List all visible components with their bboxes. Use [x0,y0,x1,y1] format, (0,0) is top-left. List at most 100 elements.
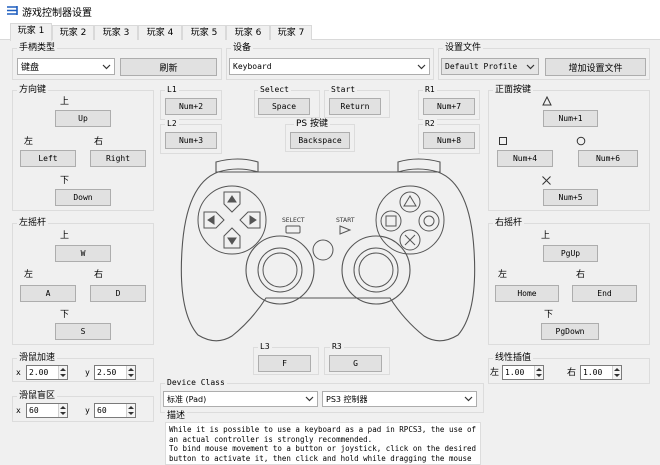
handler-type-select[interactable]: 键盘 [17,58,115,75]
l2-button[interactable]: Num+3 [165,132,217,149]
dpad-left-label: 左 [24,137,34,147]
dpad-icon [197,185,267,255]
left-stick-down-label: 下 [60,310,70,320]
face-buttons-group-label: 正面按键 [493,85,534,95]
mouse-accel-x-spinner[interactable]: 2.00 [26,365,68,380]
l1-button[interactable]: Num+2 [165,98,217,115]
mouse-accel-x-label: x [16,368,21,377]
mouse-deadzone-group [12,396,154,422]
select-label: Select [258,85,291,95]
select-text: SELECT [282,217,305,224]
tab-player-7[interactable]: 玩家 7 [270,25,312,40]
lerp-left-label: 左 [490,368,500,378]
tab-player-1[interactable]: 玩家 1 [10,23,52,41]
right-stick-left-button[interactable]: Home [495,285,559,302]
add-profile-button[interactable]: 增加设置文件 [545,58,646,76]
square-button[interactable]: Num+4 [497,150,553,167]
dpad-down-label: 下 [60,176,70,186]
right-stick-down-button[interactable]: PgDown [541,323,599,340]
circle-button[interactable]: Num+6 [578,150,638,167]
mouse-accel-y-spinner[interactable]: 2.50 [94,365,136,380]
left-stick-right-label: 右 [94,270,104,280]
triangle-icon [542,96,552,106]
ps-button-icon [312,239,334,261]
mouse-deadzone-x-label: x [16,406,21,415]
r3-button[interactable]: G [329,355,382,372]
lerp-right-value: 1.00 [583,368,603,377]
dpad-up-button[interactable]: Up [55,110,111,127]
select-button[interactable]: Space [258,98,310,115]
mouse-deadzone-label: 滑鼠盲区 [17,391,58,401]
spinner-arrows-icon[interactable] [58,366,67,379]
right-stick-up-label: 上 [541,231,551,241]
ps-label: PS 按键 [294,119,331,129]
ps-button[interactable]: Backspace [290,132,350,149]
left-stick-down-button[interactable]: S [55,323,111,340]
spinner-arrows-icon[interactable] [126,366,135,379]
r1-button[interactable]: Num+7 [423,98,475,115]
refresh-button[interactable]: 刷新 [120,58,217,76]
device-class-label: Device Class [165,378,227,388]
r1-group [418,90,480,120]
controller-illustration: SELECT START [180,158,476,342]
spinner-arrows-icon[interactable] [612,366,621,379]
device-subtype-value: PS3 控制器 [326,394,368,404]
right-stick-right-button[interactable]: End [572,285,637,302]
device-class-select[interactable]: 标准 (Pad) [163,391,318,407]
tab-player-4[interactable]: 玩家 4 [138,25,182,40]
lerp-group [488,358,650,384]
profile-select[interactable]: Default Profile [441,58,539,75]
r2-button[interactable]: Num+8 [423,132,475,149]
dpad-down-button[interactable]: Down [55,189,111,206]
mouse-accel-label: 滑鼠加速 [17,353,58,363]
face-buttons-group [488,90,650,211]
dpad-left-button[interactable]: Left [20,150,76,167]
spinner-arrows-icon[interactable] [58,404,67,417]
spinner-arrows-icon[interactable] [534,366,543,379]
mouse-deadzone-y-label: y [85,406,90,415]
device-class-value: 标准 (Pad) [167,394,207,404]
r1-label: R1 [423,85,437,95]
dpad-right-label: 右 [94,137,104,147]
player-tab-bar: 玩家 1 玩家 2 玩家 3 玩家 4 玩家 5 玩家 6 玩家 7 [0,22,660,41]
spinner-arrows-icon[interactable] [126,404,135,417]
l3-button[interactable]: F [258,355,311,372]
mouse-deadzone-x-value: 60 [29,406,39,415]
device-subtype-select[interactable]: PS3 控制器 [322,391,477,407]
l3-label: L3 [258,342,272,352]
tab-player-5[interactable]: 玩家 5 [182,25,226,40]
square-icon [499,137,507,145]
window-title: 游戏控制器设置 [22,8,92,19]
tab-player-2[interactable]: 玩家 2 [52,25,94,40]
handler-group [12,48,222,80]
mouse-deadzone-y-spinner[interactable]: 60 [94,403,136,418]
left-stick-left-button[interactable]: A [20,285,76,302]
left-stick-left-label: 左 [24,270,34,280]
lerp-right-spinner[interactable]: 1.00 [580,365,622,380]
right-stick-down-label: 下 [544,310,554,320]
mouse-deadzone-x-spinner[interactable]: 60 [26,403,68,418]
tab-player-3[interactable]: 玩家 3 [94,25,138,40]
handler-group-label: 手柄类型 [17,43,58,53]
cross-button[interactable]: Num+5 [543,189,598,206]
left-stick-up-label: 上 [60,231,70,241]
device-select[interactable]: Keyboard [229,58,430,75]
left-stick-group [12,223,154,345]
circle-icon [576,136,586,146]
right-stick-up-button[interactable]: PgUp [543,245,598,262]
r2-label: R2 [423,119,437,129]
mouse-accel-y-value: 2.50 [97,368,117,377]
triangle-button[interactable]: Num+1 [543,110,598,127]
lerp-left-spinner[interactable]: 1.00 [502,365,544,380]
profile-value: Default Profile [445,62,518,71]
start-button[interactable]: Return [329,98,381,115]
tab-player-6[interactable]: 玩家 6 [226,25,270,40]
description-line: button to activate it, then click and ho… [169,453,472,463]
dpad-right-button[interactable]: Right [90,150,146,167]
left-stick-right-button[interactable]: D [90,285,146,302]
left-stick-up-button[interactable]: W [55,245,111,262]
r3-label: R3 [330,342,344,352]
chevron-down-icon [526,64,535,69]
chevron-down-icon [417,64,426,69]
lerp-group-label: 线性插值 [493,353,534,363]
